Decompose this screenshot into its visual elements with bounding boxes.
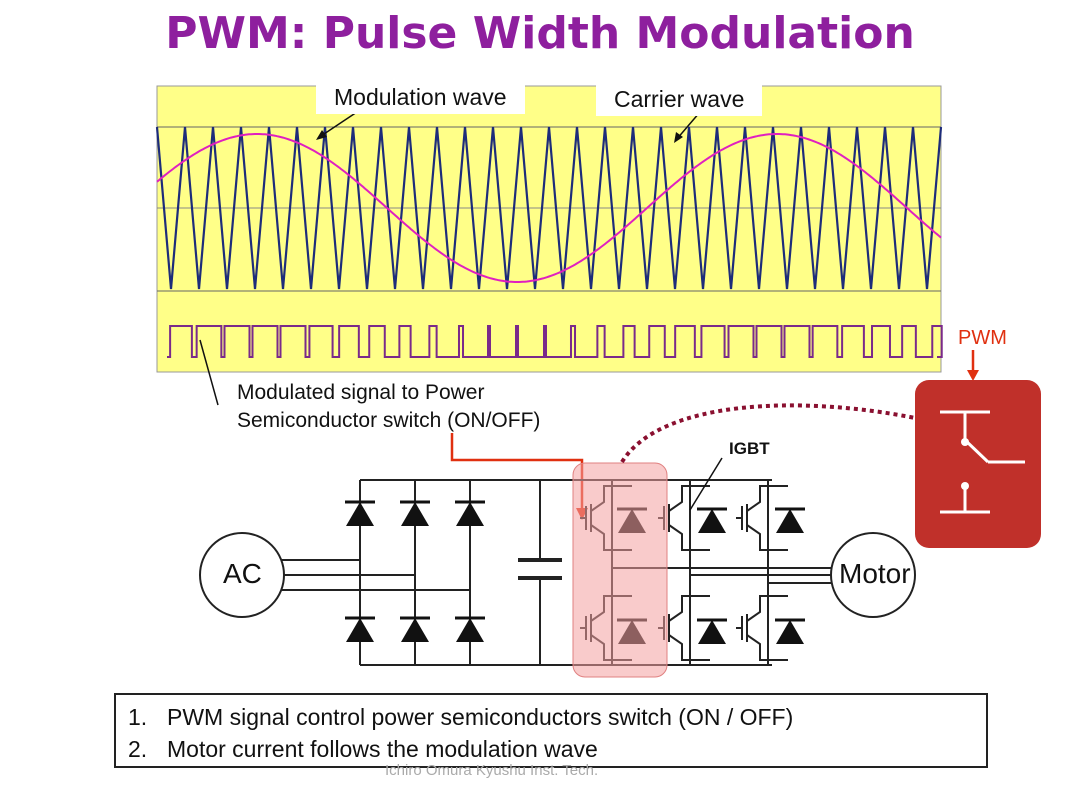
note-2-number: 2. — [128, 736, 148, 762]
footer-credit: Ichiro Omura Kyushu Inst. Tech. — [385, 762, 599, 779]
igbt-highlight — [572, 462, 668, 678]
ac-source — [199, 532, 285, 618]
modulation-wave-label: Modulation wave — [316, 80, 525, 114]
note-1-text: PWM signal control power semiconductors … — [167, 704, 794, 730]
inverter-diode-bottom-2 — [698, 620, 726, 644]
igbt-pointer — [689, 457, 723, 511]
switch-contact-bottom — [961, 482, 969, 490]
note-1: 1. PWM signal control power semiconductor… — [128, 701, 986, 733]
notes-box: 1. PWM signal control power semiconductor… — [114, 693, 988, 768]
igbt-label: IGBT — [729, 439, 770, 458]
rectifier-diode-bottom-1 — [346, 618, 374, 642]
switch-box — [915, 380, 1041, 548]
pwm-signal — [167, 325, 943, 358]
igbt-bottom-3 — [736, 595, 788, 661]
carrier-pointer-head — [674, 132, 683, 143]
slide-title: PWM: Pulse Width Modulation — [165, 8, 915, 59]
modulation-wave — [156, 133, 942, 283]
signal-pointer — [199, 339, 219, 406]
switch-symbol — [940, 410, 1025, 514]
carrier-wave — [155, 126, 943, 290]
signal-note-line1: Modulated signal to Power — [237, 381, 485, 404]
modulation-pointer-head — [316, 130, 327, 140]
ac-label: AC — [223, 558, 262, 589]
rectifier-diode-bottom-3 — [456, 618, 484, 642]
rectifier-diode-bottom-2 — [401, 618, 429, 642]
signal-note: Modulated signal to Power Semiconductor … — [237, 379, 540, 435]
note-2-text: Motor current follows the modulation wav… — [167, 736, 598, 762]
inverter-diode-top-2 — [698, 509, 726, 533]
switch-contact-top — [961, 438, 969, 446]
inverter-diode-top-3 — [776, 509, 804, 533]
motor-label: Motor — [839, 558, 911, 589]
modulation-pointer — [317, 109, 361, 139]
pwm-label: PWM — [958, 327, 1007, 349]
note-1-number: 1. — [128, 704, 148, 730]
igbt-top-3 — [736, 485, 788, 551]
rectifier-diode-top-2 — [401, 502, 429, 526]
signal-arrow — [450, 433, 584, 510]
rectifier-diode-top-3 — [456, 502, 484, 526]
signal-note-line2: Semiconductor switch (ON/OFF) — [237, 409, 541, 432]
note-2: 2. Motor current follows the modulation w… — [128, 733, 986, 765]
carrier-wave-label: Carrier wave — [596, 82, 763, 116]
pwm-arrow-head — [967, 370, 979, 381]
rectifier-diode-top-1 — [346, 502, 374, 526]
inverter-diode-bottom-3 — [776, 620, 804, 644]
motor — [830, 532, 916, 618]
